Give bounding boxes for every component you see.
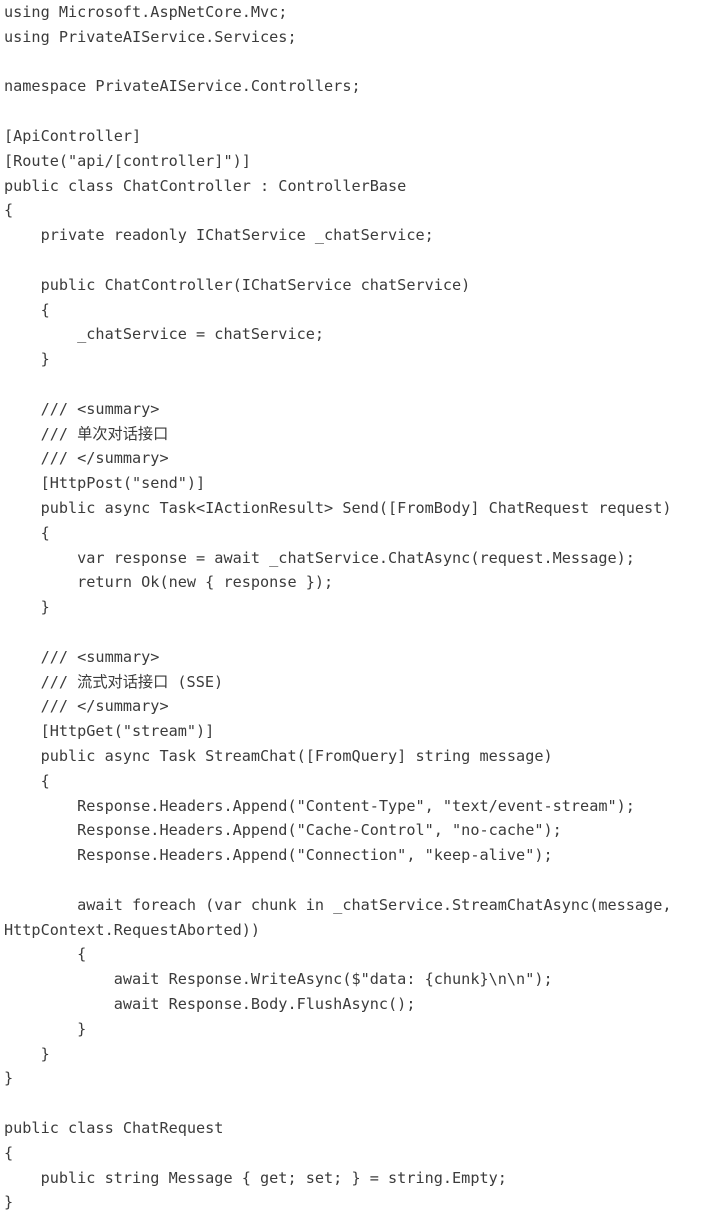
code-line: Response.Headers.Append("Cache-Control",… [4, 821, 562, 840]
code-line: public class ChatRequest [4, 1119, 224, 1137]
code-line: /// 单次对话接口 [4, 424, 169, 443]
code-line: _chatService = chatService; [4, 325, 325, 344]
code-line: Response.Headers.Append("Content-Type", … [4, 796, 635, 815]
code-line: using PrivateAIService.Services; [4, 27, 297, 46]
code-line: } [4, 350, 50, 369]
code-line: [HttpPost("send")] [4, 474, 206, 493]
code-line: { [4, 300, 50, 319]
code-line: [HttpGet("stream")] [4, 722, 215, 741]
code-line: } [4, 1193, 14, 1212]
code-line: } [4, 598, 50, 617]
code-line: public async Task<IActionResult> Send([F… [4, 499, 672, 517]
code-line: } [4, 1019, 87, 1038]
code-line: [ApiController] [4, 127, 142, 145]
code-line: using Microsoft.AspNetCore.Mvc; [4, 3, 288, 21]
code-line: /// </summary> [4, 697, 169, 716]
code-line: /// <summary> [4, 399, 160, 418]
code-line: /// 流式对话接口 (SSE) [4, 672, 224, 691]
code-line: Response.Headers.Append("Connection", "k… [4, 846, 553, 865]
code-line: { [4, 945, 87, 964]
code-line: [Route("api/[controller]")] [4, 151, 251, 170]
code-line: } [4, 1069, 14, 1088]
code-line: public async Task StreamChat([FromQuery]… [4, 747, 553, 765]
code-line: public string Message { get; set; } = st… [4, 1168, 507, 1187]
code-line: { [4, 201, 14, 220]
code-line: await Response.Body.FlushAsync(); [4, 995, 416, 1013]
code-line: public class ChatController : Controller… [4, 176, 407, 195]
code-line: return Ok(new { response }); [4, 573, 334, 592]
code-line: private readonly IChatService _chatServi… [4, 226, 434, 245]
code-line: await foreach (var chunk in _chatService… [4, 895, 672, 914]
code-line: } [4, 1044, 50, 1063]
code-line: namespace PrivateAIService.Controllers; [4, 77, 361, 96]
code-line: { [4, 771, 50, 790]
code-line: { [4, 1143, 14, 1162]
code-line: public ChatController(IChatService chatS… [4, 275, 471, 294]
code-line: HttpContext.RequestAborted)) [4, 920, 261, 939]
code-line: { [4, 523, 50, 542]
code-line: /// <summary> [4, 647, 160, 666]
code-line: /// </summary> [4, 449, 169, 468]
code-line: var response = await _chatService.ChatAs… [4, 548, 635, 567]
code-line: await Response.WriteAsync($"data: {chunk… [4, 970, 553, 989]
